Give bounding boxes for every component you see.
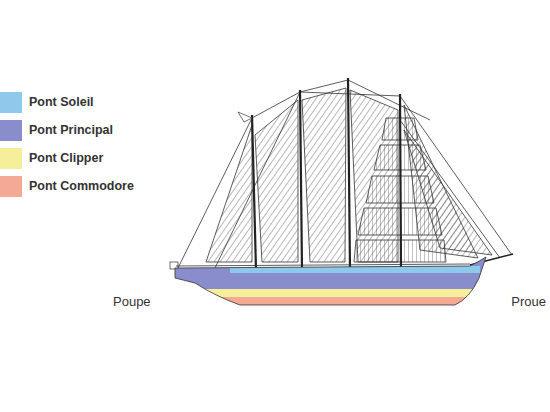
legend-swatch <box>0 120 22 141</box>
ship-end-label: Proue <box>511 294 546 309</box>
legend-text: Pont Principal <box>29 123 113 137</box>
legend-text: Pont Clipper <box>29 151 103 165</box>
legend-swatch <box>0 148 22 169</box>
legend-swatch <box>0 92 22 113</box>
legend-text: Pont Commodore <box>29 179 134 193</box>
legend-text: Pont Soleil <box>29 95 94 109</box>
ship-end-label: Poupe <box>113 294 151 309</box>
legend-swatch <box>0 176 22 197</box>
